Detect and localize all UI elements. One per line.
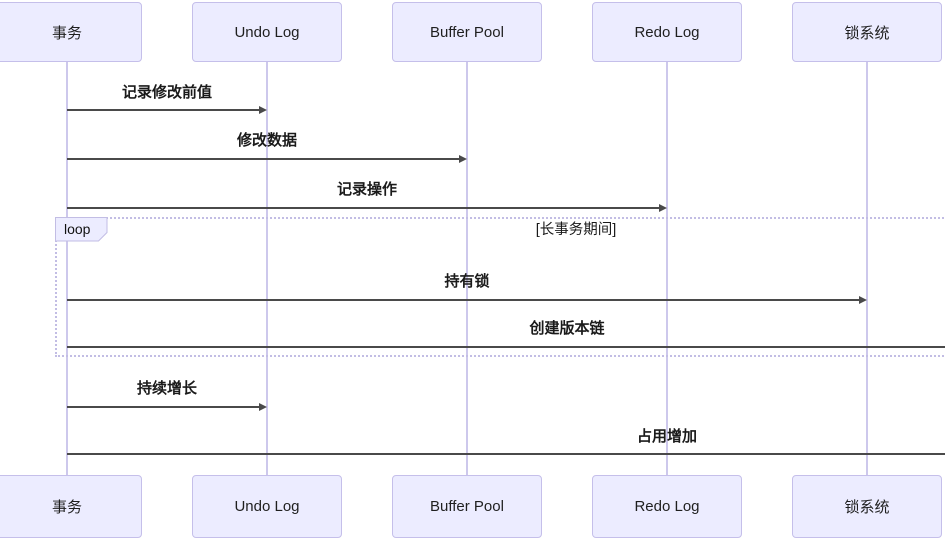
participant-top-transaction: 事务 xyxy=(0,2,142,62)
participant-bottom-undo-log: Undo Log xyxy=(192,475,342,538)
message-arrowhead-2 xyxy=(459,155,467,163)
message-label-2: 修改数据 xyxy=(236,132,298,149)
participant-top-redo-log: Redo Log xyxy=(592,2,742,62)
message-arrowhead-1 xyxy=(259,106,267,114)
lifeline-redo-log xyxy=(666,62,668,475)
loop-fragment-frame xyxy=(55,217,945,357)
participant-top-undo-log: Undo Log xyxy=(192,2,342,62)
message-arrowhead-3 xyxy=(659,204,667,212)
loop-keyword-label: loop xyxy=(64,221,91,237)
loop-condition-label: [长事务期间] xyxy=(535,222,617,238)
participant-bottom-redo-log: Redo Log xyxy=(592,475,742,538)
message-label-3: 记录操作 xyxy=(336,181,398,198)
participant-bottom-buffer-pool: Buffer Pool xyxy=(392,475,542,538)
message-line-5 xyxy=(67,346,945,348)
message-label-4: 持有锁 xyxy=(444,273,490,290)
participant-bottom-lock-system: 锁系统 xyxy=(792,475,942,538)
message-line-6 xyxy=(67,406,265,408)
message-label-6: 持续增长 xyxy=(136,380,198,397)
lifeline-undo-log xyxy=(266,62,268,475)
message-label-7: 占用增加 xyxy=(636,428,698,445)
message-arrowhead-6 xyxy=(259,403,267,411)
lifeline-transaction xyxy=(66,62,68,475)
participant-top-buffer-pool: Buffer Pool xyxy=(392,2,542,62)
lifeline-buffer-pool xyxy=(466,62,468,475)
message-line-4 xyxy=(67,299,865,301)
loop-label-shape xyxy=(55,217,108,242)
message-arrowhead-4 xyxy=(859,296,867,304)
message-line-2 xyxy=(67,158,465,160)
message-line-7 xyxy=(67,453,945,455)
message-label-5: 创建版本链 xyxy=(529,320,605,337)
participant-top-lock-system: 锁系统 xyxy=(792,2,942,62)
message-line-3 xyxy=(67,207,665,209)
message-label-1: 记录修改前值 xyxy=(121,84,213,101)
message-line-1 xyxy=(67,109,265,111)
lifeline-lock-system xyxy=(866,62,868,475)
participant-bottom-transaction: 事务 xyxy=(0,475,142,538)
